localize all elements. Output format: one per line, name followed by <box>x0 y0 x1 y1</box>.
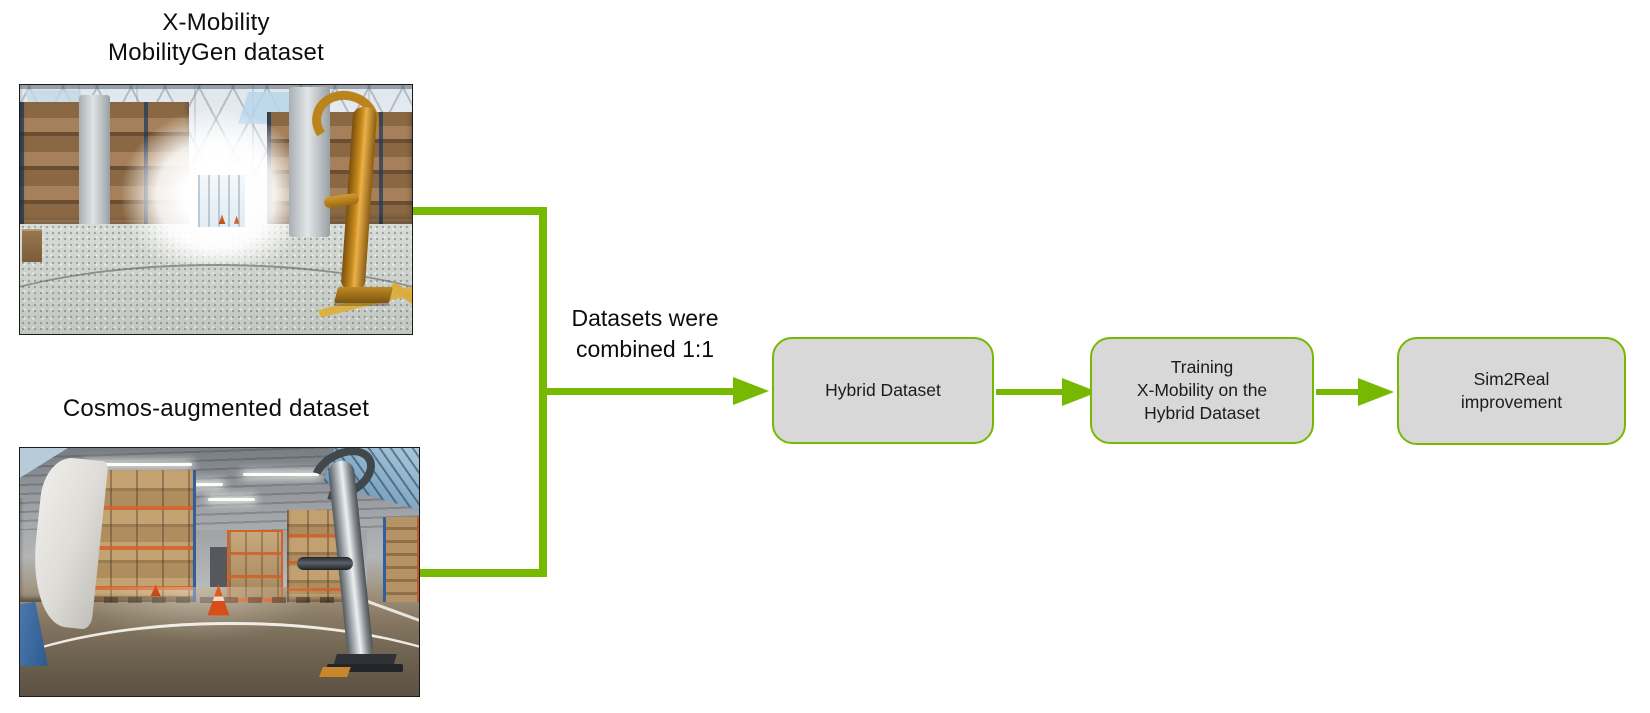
cosmos-dataset-image <box>19 447 420 697</box>
ceiling-light <box>243 472 320 476</box>
flow-arrow-shaft <box>1316 389 1358 395</box>
connector-line-bottom <box>420 569 547 577</box>
ceiling-light <box>83 462 192 466</box>
cosmos-dataset-label: Cosmos-augmented dataset <box>62 395 370 422</box>
flow-box-sim2real: Sim2Real improvement <box>1397 337 1626 445</box>
silver-pole-footplate <box>327 663 404 673</box>
cardboard-box <box>21 229 42 262</box>
warehouse-rack <box>227 529 284 602</box>
flow-box-training: Training X-Mobility on the Hybrid Datase… <box>1090 337 1314 444</box>
merge-arrow-icon <box>733 377 769 405</box>
white-floor-arc <box>20 621 419 696</box>
ceiling-light <box>207 497 256 501</box>
orange-floor-patch <box>319 667 351 678</box>
traffic-cone <box>218 214 226 225</box>
flow-box-hybrid-dataset: Hybrid Dataset <box>772 337 994 444</box>
floor-arc-line <box>20 264 412 334</box>
orange-pole-base <box>333 286 393 303</box>
traffic-cone <box>150 584 161 597</box>
pillar <box>78 94 111 232</box>
mobilitygen-dataset-image <box>19 84 413 335</box>
doorway <box>209 547 232 587</box>
pillar <box>288 87 330 237</box>
connector-line-top <box>413 207 547 215</box>
blue-object-corner <box>20 601 48 667</box>
connector-line-vertical <box>539 207 547 577</box>
warehouse-rack <box>383 517 419 602</box>
flow-arrow-icon <box>1358 378 1394 406</box>
merge-note: Datasets were combined 1:1 <box>571 305 719 362</box>
traffic-cone <box>233 215 240 224</box>
mobilitygen-dataset-label: X-Mobility MobilityGen dataset <box>108 9 324 66</box>
pole-crossbar <box>297 557 354 570</box>
merge-arrow-shaft <box>547 388 733 395</box>
flow-arrow-shaft <box>996 389 1062 395</box>
